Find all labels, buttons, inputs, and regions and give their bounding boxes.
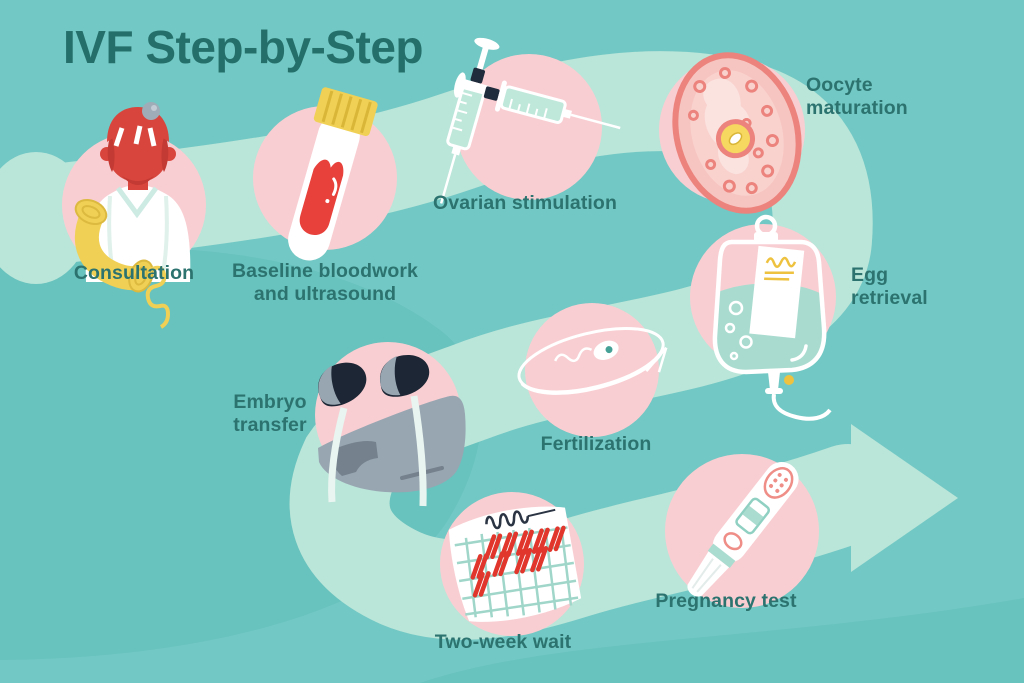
iv-bag-icon	[712, 214, 832, 421]
syringes-icon	[439, 37, 621, 204]
oocyte-cell-icon	[672, 52, 802, 214]
pregnancy-test-icon	[687, 461, 799, 597]
background-wave-bottom	[420, 598, 1024, 683]
label-pregnancy-test: Pregnancy test	[655, 590, 797, 612]
label-ovarian-stimulation: Ovarian stimulation	[433, 192, 617, 214]
petri-dish-icon	[517, 327, 668, 395]
calendar-icon	[448, 506, 582, 622]
label-embryo-transfer: Embryo transfer	[233, 391, 307, 436]
label-baseline-bloodwork: Baseline bloodwork and ultrasound	[231, 260, 418, 305]
label-two-week-wait: Two-week wait	[434, 631, 572, 653]
page-title: IVF Step-by-Step	[63, 21, 424, 73]
label-egg-retrieval: Egg retrieval	[851, 264, 928, 309]
exam-stirrups-icon	[318, 355, 466, 507]
blood-test-tube-icon	[288, 87, 378, 261]
label-consultation: Consultation	[73, 262, 195, 284]
arrow-head	[851, 424, 958, 572]
doctor-phone-icon	[74, 102, 191, 329]
step-circle-fertilization	[525, 303, 659, 437]
label-fertilization: Fertilization	[540, 433, 652, 455]
label-oocyte-maturation: Oocyte maturation	[806, 74, 908, 119]
